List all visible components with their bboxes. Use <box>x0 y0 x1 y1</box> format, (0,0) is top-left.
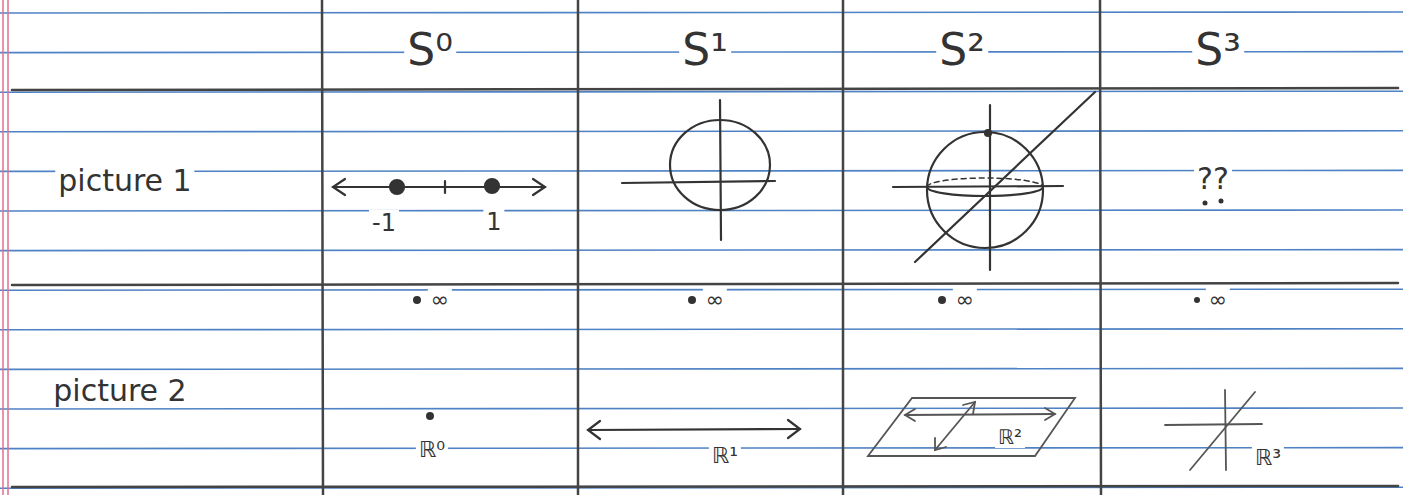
infinity-dot <box>938 296 946 304</box>
plane-figure <box>868 398 1075 456</box>
space-figure <box>1165 424 1262 425</box>
ruled-line <box>0 448 1403 449</box>
infinity-dot <box>688 296 696 304</box>
row-header: picture 1 <box>55 164 194 197</box>
infinity-dot <box>413 296 1200 304</box>
table-rule <box>322 0 323 495</box>
question-dots <box>1203 199 1224 206</box>
sphere-figure <box>985 130 991 136</box>
plane-figure <box>905 414 1055 415</box>
number-line <box>333 186 545 188</box>
ruled-line <box>0 131 1403 132</box>
plane-figure <box>935 402 975 450</box>
space-label: ℝ³ <box>1252 446 1284 470</box>
circle-figure <box>622 100 775 240</box>
number-line <box>533 179 545 195</box>
table-rule <box>12 486 1398 487</box>
infinity-label: ∞ <box>1206 288 1230 312</box>
ruled-line <box>0 91 1403 92</box>
line-figure <box>788 420 800 438</box>
infinity-label: ∞ <box>703 288 727 312</box>
circle-figure <box>622 181 775 183</box>
number-line <box>333 179 545 195</box>
number-line <box>485 179 499 193</box>
ruled-line <box>0 329 1403 330</box>
column-header: S¹ <box>679 26 731 74</box>
infinity-label: ∞ <box>953 288 977 312</box>
space-label: ℝ² <box>995 426 1025 448</box>
column-header: S² <box>936 26 988 74</box>
number-line <box>444 181 446 193</box>
margin-line <box>3 0 8 495</box>
table-rule <box>12 283 1398 285</box>
ruled-line <box>0 250 1403 251</box>
infinity-dot <box>413 296 421 304</box>
space-label: ℝ¹ <box>709 444 741 468</box>
plane-figure <box>905 409 915 421</box>
plane-figure <box>1045 408 1055 420</box>
axis-label: 1 <box>483 209 504 235</box>
infinity-dot <box>1194 297 1200 303</box>
ruled-line <box>0 210 1403 211</box>
space-figure <box>1165 390 1262 470</box>
unknown-mark: ?? <box>1194 162 1232 195</box>
sphere-figure <box>915 92 1095 262</box>
number-line <box>333 179 345 195</box>
space-figure <box>1225 390 1226 470</box>
point-figure <box>426 412 434 420</box>
point-figure <box>426 412 434 420</box>
row-header: picture 2 <box>50 374 189 407</box>
ruled-line <box>0 289 1403 290</box>
axis-label: -1 <box>369 210 399 236</box>
table-rule <box>842 0 845 495</box>
ruled-line <box>0 408 1403 409</box>
table-rule <box>12 0 1398 495</box>
sphere-figure <box>893 92 1095 270</box>
table-rule <box>12 88 1398 90</box>
space-label: ℝ⁰ <box>416 438 448 462</box>
margin-line <box>7 0 9 495</box>
ruled-line <box>0 368 1403 369</box>
line-figure <box>588 429 800 430</box>
sphere-figure <box>927 132 1043 248</box>
column-header: S⁰ <box>404 26 456 74</box>
margin-line <box>2 0 4 495</box>
plane-figure <box>935 438 946 450</box>
table-rule <box>577 0 580 495</box>
ruled-line <box>0 12 1403 488</box>
plane-figure <box>963 402 975 414</box>
table-rule <box>1100 0 1101 495</box>
question-dots <box>1219 199 1224 204</box>
number-line <box>390 180 404 194</box>
column-header: S³ <box>1192 26 1244 74</box>
plane-figure <box>868 398 1075 456</box>
ruled-line <box>0 12 1403 13</box>
infinity-label: ∞ <box>428 288 452 312</box>
ruled-line <box>0 170 1403 171</box>
space-figure <box>1190 392 1255 470</box>
question-dots <box>1203 201 1208 206</box>
circle-figure <box>720 100 721 240</box>
sphere-figure <box>893 186 1063 187</box>
line-figure <box>588 420 800 439</box>
line-figure <box>588 421 600 439</box>
